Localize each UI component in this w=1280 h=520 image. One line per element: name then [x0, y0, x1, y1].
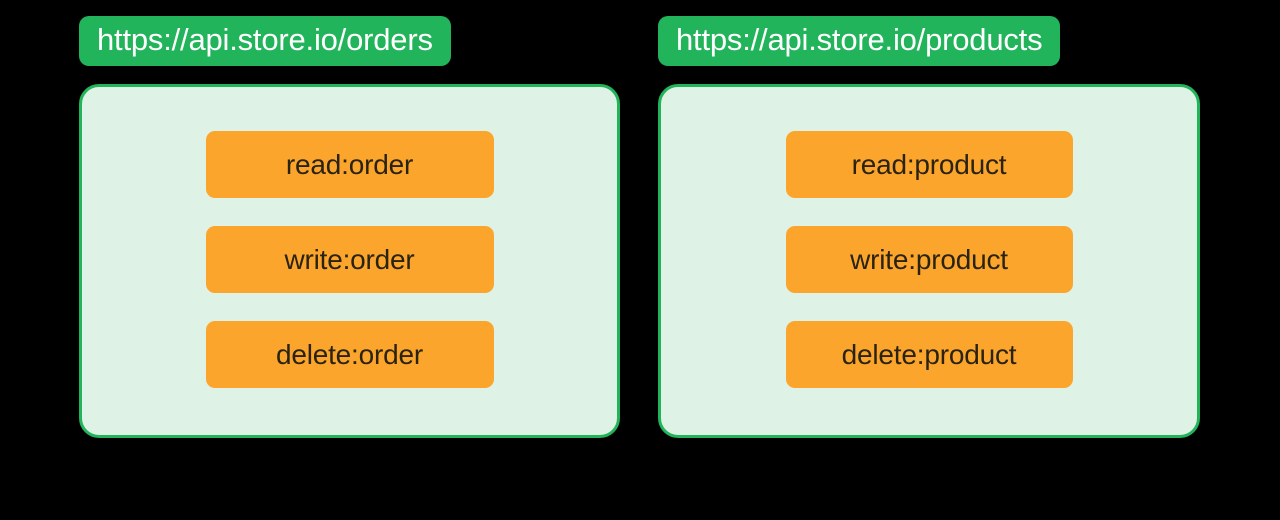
api-group-products: https://api.store.io/products read:produ…	[658, 16, 1203, 438]
scope-list-orders: read:order write:order delete:order	[82, 131, 617, 388]
api-group-orders: https://api.store.io/orders read:order w…	[79, 16, 624, 438]
scope-chip-read-product[interactable]: read:product	[785, 131, 1073, 198]
scope-chip-write-order[interactable]: write:order	[205, 226, 494, 293]
api-endpoint-header-products[interactable]: https://api.store.io/products	[658, 16, 1061, 66]
scope-chip-read-order[interactable]: read:order	[205, 131, 494, 198]
scope-panel-products: read:product write:product delete:produc…	[658, 84, 1200, 438]
scope-chip-delete-product[interactable]: delete:product	[785, 321, 1073, 388]
scope-panel-orders: read:order write:order delete:order	[79, 84, 620, 438]
scope-chip-write-product[interactable]: write:product	[785, 226, 1073, 293]
scope-list-products: read:product write:product delete:produc…	[661, 131, 1197, 388]
api-endpoint-header-orders[interactable]: https://api.store.io/orders	[79, 16, 451, 66]
scope-chip-delete-order[interactable]: delete:order	[205, 321, 494, 388]
